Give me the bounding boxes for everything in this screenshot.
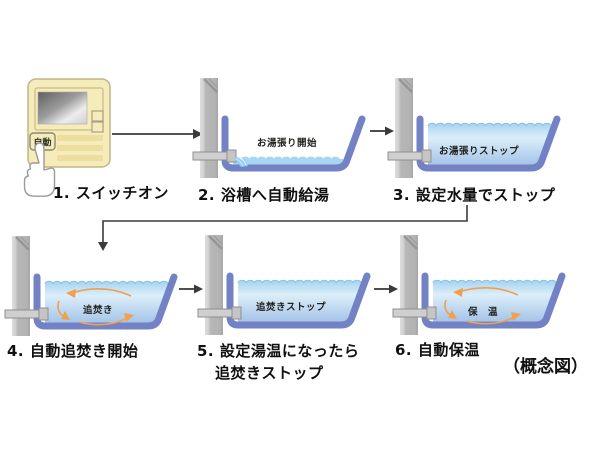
arrow-step1-to-step2 (112, 129, 203, 139)
step6-caption: 6. 自動保温 (395, 341, 480, 359)
wall-column (10, 236, 32, 338)
hand-pointer-icon (23, 142, 56, 197)
step1-caption: 1. スイッチオン (53, 184, 169, 202)
supply-pipe (197, 306, 242, 320)
step5-bathtub-illustration (197, 235, 390, 337)
connector-step3-to-step4 (98, 205, 468, 251)
step2-tub-label: お湯張り開始 (256, 138, 318, 149)
wall-column (198, 78, 220, 180)
arrow-step5-to-step6 (374, 284, 398, 294)
supply-pipe (387, 149, 432, 163)
step5-tub-label: 追焚きストップ (255, 302, 327, 313)
step3-bathtub-illustration (387, 78, 580, 180)
footnote-concept-figure: （概念図） (503, 357, 588, 377)
remote-small-button-top (91, 110, 104, 122)
remote-small-button-bottom (91, 121, 104, 133)
wall-column (393, 78, 415, 180)
step5-caption-line1: 5. 設定湯温になったら (197, 342, 360, 360)
step6-tub-label: 保 温 (467, 307, 499, 318)
step6-bathtub-illustration (392, 235, 585, 337)
remote-stripe (57, 155, 103, 161)
supply-pipe (392, 306, 437, 320)
step3-tub-label: お湯張りストップ (438, 146, 520, 157)
step2-caption: 2. 浴槽へ自動給湯 (198, 186, 330, 204)
remote-stripe (57, 135, 103, 141)
step5-caption-line2: 追焚きストップ (215, 364, 324, 382)
step3-caption: 3. 設定水量でストップ (393, 186, 556, 204)
remote-screen (37, 91, 88, 125)
step2-bathtub-illustration (192, 78, 385, 180)
wall-column (203, 235, 225, 337)
step4-tub-label: 追焚き (82, 305, 114, 316)
arrow-step4-to-step5 (179, 284, 203, 294)
remote-stripe (57, 145, 103, 151)
supply-pipe (192, 149, 237, 163)
supply-pipe (4, 307, 49, 321)
step4-bathtub-illustration (4, 236, 197, 338)
step1-remote-control-illustration: 自動 (23, 78, 111, 197)
step4-caption: 4. 自動追焚き開始 (7, 342, 139, 360)
wall-column (398, 235, 420, 337)
arrow-step2-to-step3 (370, 126, 394, 136)
